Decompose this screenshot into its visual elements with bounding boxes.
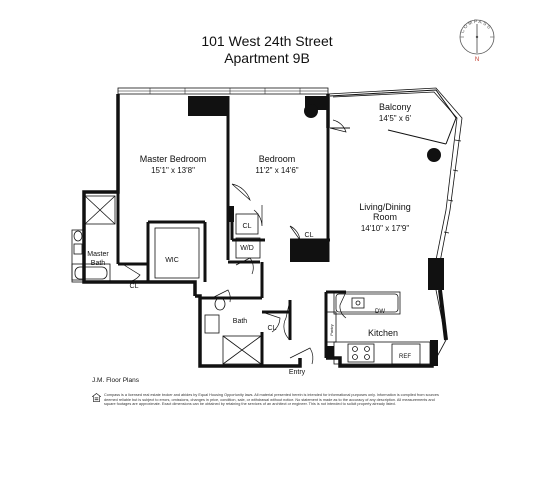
wic-label: WIC (165, 257, 179, 264)
kitchen-fixtures (325, 291, 431, 365)
dishwasher-label: DW (375, 309, 385, 315)
balcony-size: 14'5" x 6' (379, 114, 412, 123)
master-bedroom-label: Master Bedroom (140, 154, 207, 164)
column-round-living (427, 148, 441, 162)
master-bath-label-1: Master (87, 251, 109, 258)
bedroom-size: 11'2" x 14'6" (255, 166, 298, 175)
bath-fixtures (204, 297, 262, 365)
master-bath-fixtures (71, 195, 116, 283)
bath-closet-label: CL (268, 325, 277, 332)
bedroom-closet-right-label: CL (305, 232, 314, 239)
equal-housing-icon (92, 393, 101, 402)
compass-north: N (475, 57, 479, 62)
top-window-strip (117, 87, 329, 95)
kitchen-label: Kitchen (368, 328, 398, 338)
kitchen-window (438, 289, 448, 341)
refrigerator-label: REF (399, 354, 411, 360)
entry-label: Entry (289, 369, 306, 376)
washer-dryer-label: W/D (240, 245, 254, 252)
bath-label: Bath (233, 318, 248, 325)
living-dining-label-2: Room (373, 212, 397, 222)
door-swings (123, 119, 347, 365)
bedroom-closet-left-label: CL (243, 223, 252, 230)
master-closet-label: CL (130, 283, 139, 290)
address-title: 101 West 24th Street (201, 33, 333, 49)
structural-columns (188, 96, 444, 366)
master-bath-label-2: Bath (91, 260, 106, 267)
master-bedroom-size: 15'1" x 13'8" (151, 166, 195, 175)
compass-icon: COMPASS N (460, 19, 495, 62)
living-dining-size: 14'10" x 17'9" (361, 224, 409, 233)
pantry-label: Pantry (329, 324, 334, 336)
bedroom-label: Bedroom (259, 154, 296, 164)
living-dining-label-1: Living/Dining (359, 202, 411, 212)
balcony-label: Balcony (379, 102, 412, 112)
closet-boxes (154, 213, 261, 279)
legal-disclaimer: Compass is a licensed real estate broker… (104, 393, 439, 407)
balcony-outline (329, 89, 457, 145)
floor-plan-credit: J.M. Floor Plans (92, 377, 139, 384)
column-round-bedroom (304, 104, 318, 118)
unit-title: Apartment 9B (224, 50, 310, 66)
